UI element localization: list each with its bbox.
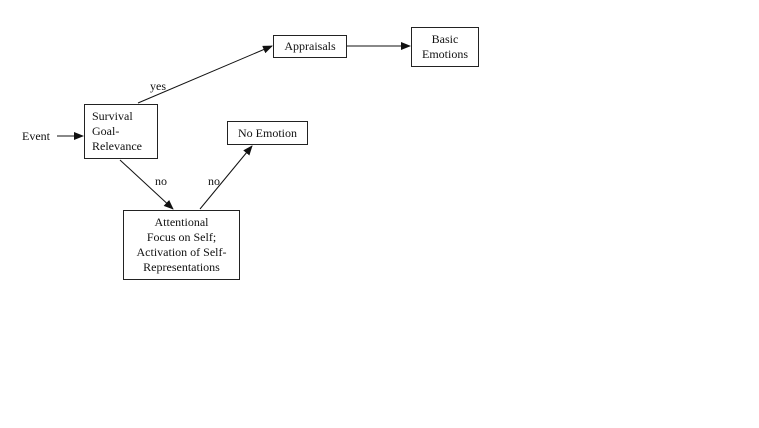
node-no-emotion: No Emotion	[227, 121, 308, 145]
node-text-line: Activation of Self-	[136, 245, 227, 259]
node-text-line: Emotions	[421, 47, 468, 61]
edge-label-no-attentional: no	[208, 174, 220, 188]
arrow-attentional-to-no-emotion	[199, 145, 253, 210]
node-survival-goal-relevance: Survival Goal- Relevance	[84, 104, 158, 159]
arrow-survival-to-attentional	[119, 159, 174, 210]
event-label: Event	[22, 129, 50, 143]
node-text-line: Attentional	[154, 215, 209, 229]
node-basic-emotions: Basic Emotions	[411, 27, 479, 67]
node-text-line: Survival	[92, 109, 133, 123]
node-text-line: Relevance	[92, 139, 142, 153]
node-text-line: No Emotion	[238, 126, 297, 140]
node-appraisals: Appraisals	[273, 35, 347, 58]
node-text-line: Appraisals	[284, 39, 336, 53]
edge-label-yes: yes	[150, 79, 166, 93]
node-attentional-focus: Attentional Focus on Self; Activation of…	[123, 210, 240, 280]
node-text-line: Representations	[143, 260, 220, 274]
node-text-line: Basic	[431, 32, 459, 46]
node-text-line: Goal-	[92, 124, 120, 138]
arrow-survival-to-appraisals	[137, 45, 273, 104]
node-text-line: Focus on Self;	[146, 230, 217, 244]
edge-label-no-survival: no	[155, 174, 167, 188]
